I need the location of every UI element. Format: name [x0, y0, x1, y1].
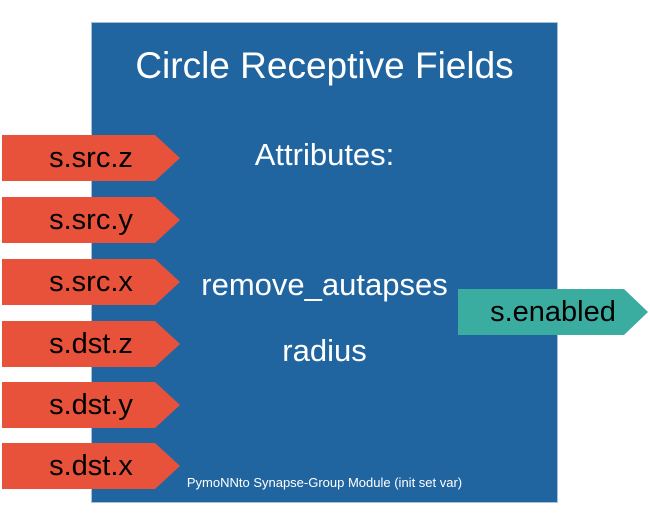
attributes-heading: Attributes:: [254, 137, 395, 172]
attribute-remove-autapses: remove_autapses: [201, 267, 448, 302]
input-arrow-s-dst-x: s.dst.x: [2, 443, 180, 489]
output-arrow-label: s.enabled: [490, 295, 616, 328]
input-arrow-label: s.src.y: [49, 203, 133, 236]
input-arrow-label: s.dst.x: [49, 449, 133, 482]
input-arrow-s-src-y: s.src.y: [2, 197, 180, 243]
input-arrow-label: s.dst.y: [49, 388, 133, 421]
attribute-radius: radius: [282, 333, 367, 368]
module-title: Circle Receptive Fields: [135, 45, 514, 86]
input-arrow-label: s.src.z: [49, 141, 133, 174]
input-arrow-label: s.dst.z: [49, 327, 133, 360]
output-arrow-s-enabled: s.enabled: [458, 289, 648, 335]
footer-caption: PymoNNto Synapse-Group Module (init set …: [186, 474, 463, 490]
input-arrow-s-src-z: s.src.z: [2, 135, 180, 181]
input-arrow-s-dst-y: s.dst.y: [2, 382, 180, 428]
input-arrow-s-dst-z: s.dst.z: [2, 321, 180, 367]
input-arrow-label: s.src.x: [49, 265, 133, 298]
module-box: Circle Receptive Fields Attributes: remo…: [91, 22, 558, 503]
input-arrow-s-src-x: s.src.x: [2, 259, 180, 305]
